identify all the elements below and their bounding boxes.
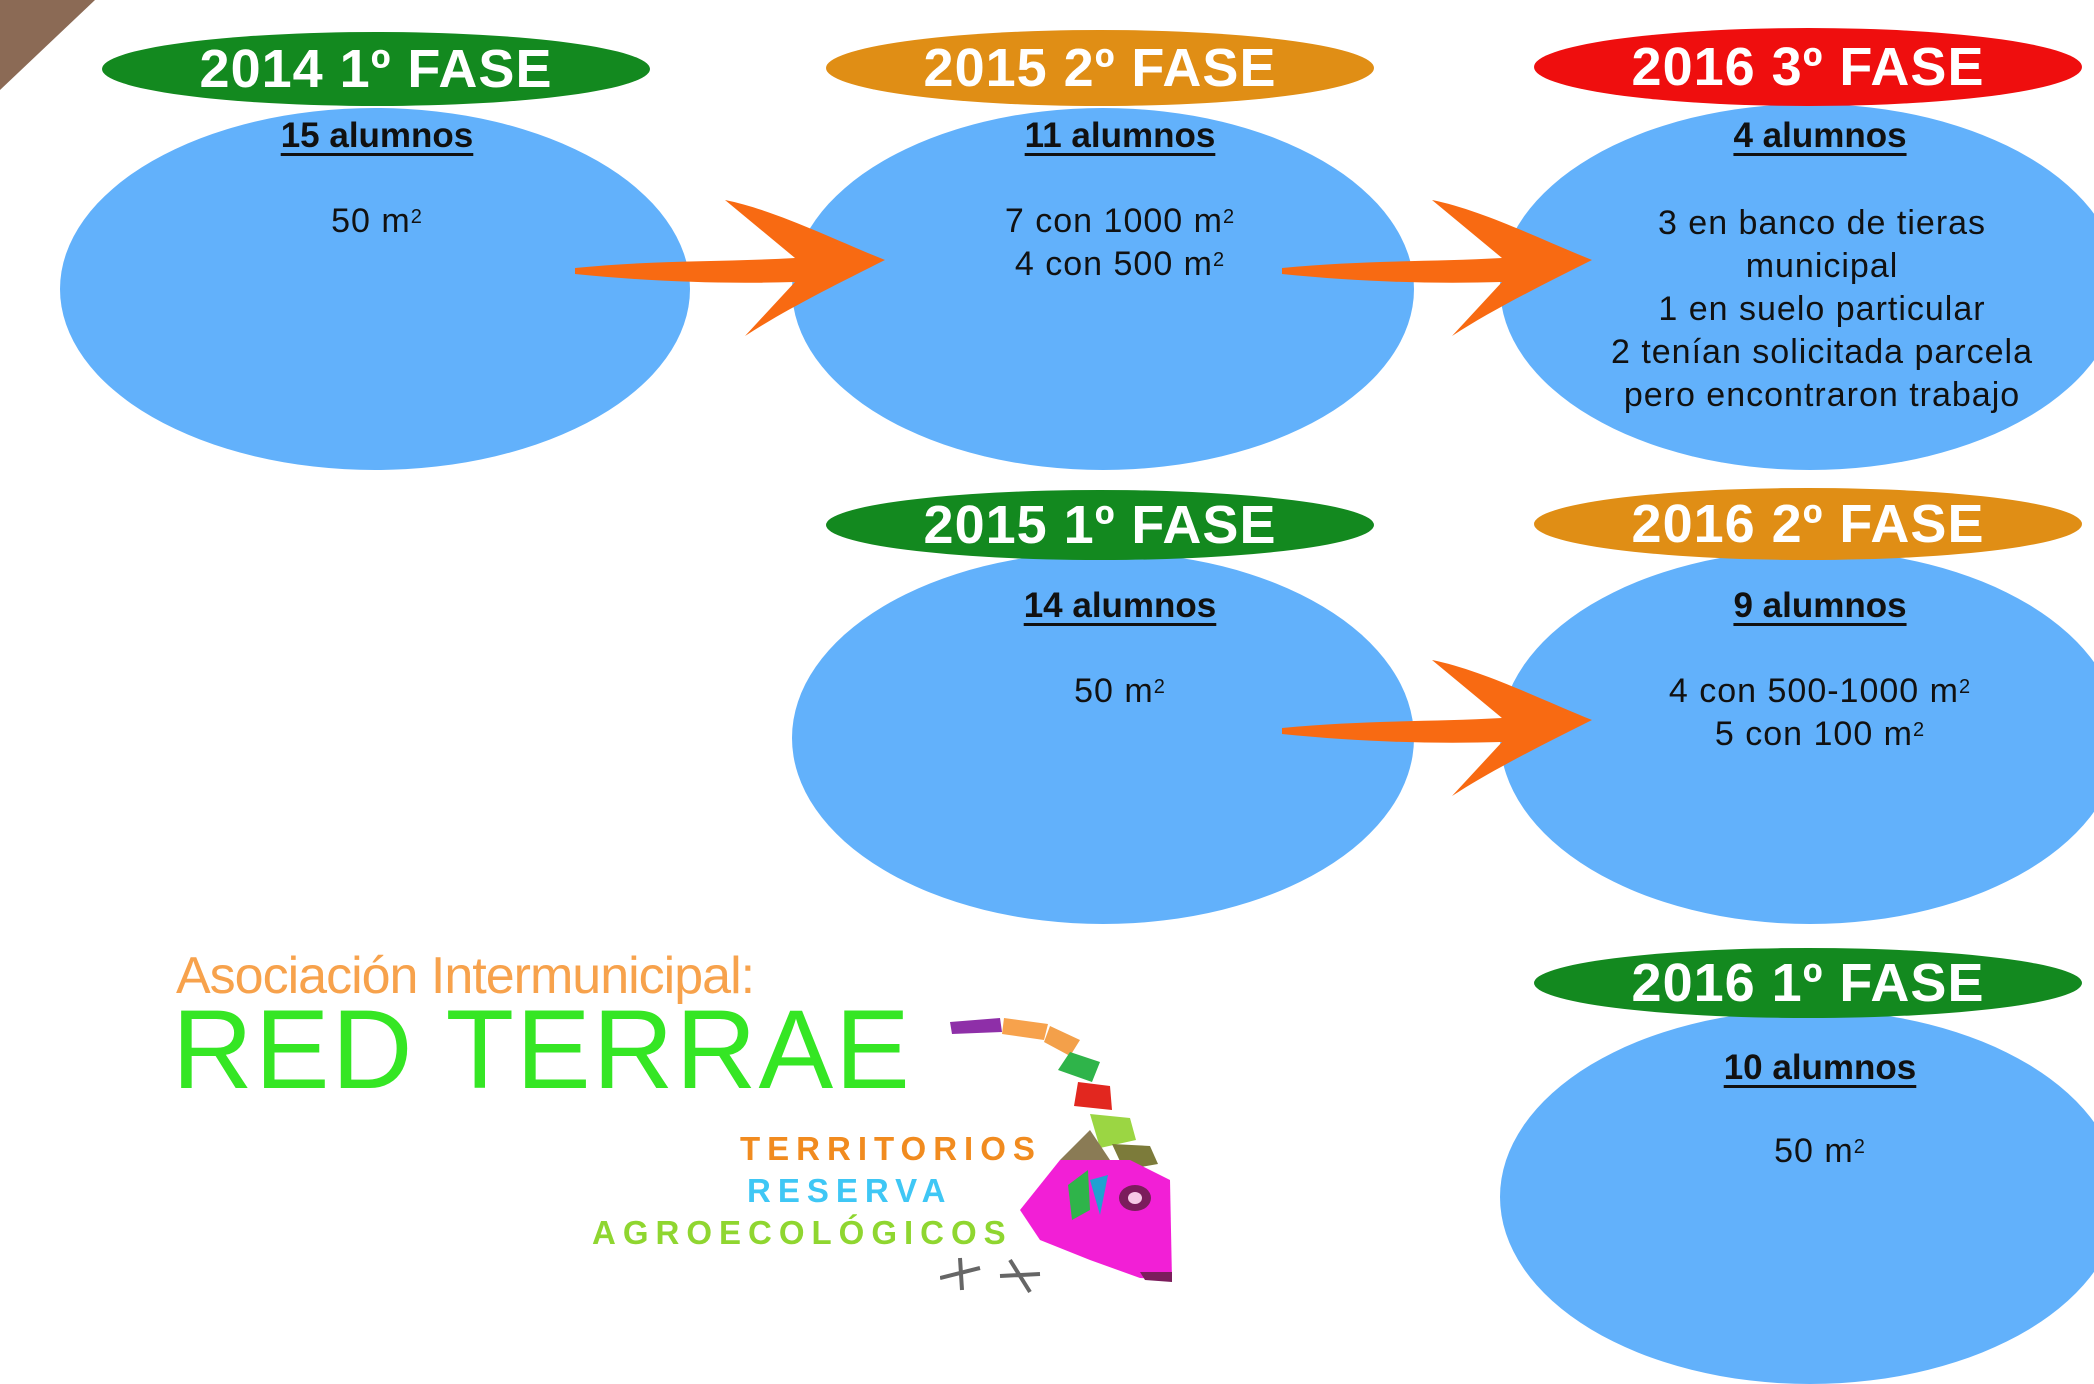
phase-detail-2016-2: 4 con 500-1000 m2 5 con 100 m2 bbox=[1668, 672, 1972, 753]
phase-count-2015-2: 11 alumnos bbox=[1024, 116, 1216, 155]
arrow-right-icon bbox=[575, 200, 885, 336]
phase-bubble-2014-1 bbox=[60, 108, 690, 470]
logo-association-text: Asociación Intermunicipal: bbox=[176, 947, 755, 1005]
phase-bubble-2016-2 bbox=[1500, 550, 2094, 924]
phase-detail-2014-1: 50 m2 bbox=[331, 202, 423, 240]
phase-title-2016-3: 2016 3º FASE bbox=[1534, 28, 2082, 106]
arrow-right-icon bbox=[1282, 660, 1592, 796]
goat-logo-icon bbox=[940, 1018, 1172, 1294]
logo-territorios: TERRITORIOS bbox=[740, 1130, 1042, 1167]
arrow-right-icon bbox=[1282, 200, 1592, 336]
phase-bubble-2016-3 bbox=[1500, 104, 2094, 470]
phase-title-2015-1: 2015 1º FASE bbox=[826, 490, 1374, 560]
phase-count-2016-2: 9 alumnos bbox=[1733, 586, 1907, 625]
phase-title-2016-2: 2016 2º FASE bbox=[1534, 488, 2082, 560]
phase-bubble-2016-1 bbox=[1500, 1010, 2094, 1384]
phase-detail-2016-1: 50 m2 bbox=[1774, 1132, 1866, 1170]
phase-title-2015-2: 2015 2º FASE bbox=[826, 30, 1374, 106]
phase-bubble-2015-1 bbox=[792, 552, 1414, 924]
phase-count-2016-3: 4 alumnos bbox=[1733, 116, 1907, 155]
phase-detail-2015-1: 50 m2 bbox=[1074, 672, 1166, 710]
phase-detail-2015-2: 7 con 1000 m2 4 con 500 m2 bbox=[1004, 202, 1236, 283]
phase-title-2014-1: 2014 1º FASE bbox=[102, 32, 650, 106]
phase-count-2015-1: 14 alumnos bbox=[1023, 586, 1217, 625]
phase-detail-2016-3: 3 en banco de tieras municipal 1 en suel… bbox=[1610, 204, 2034, 414]
phase-bubble-2015-2 bbox=[792, 108, 1414, 470]
phase-title-2016-1: 2016 1º FASE bbox=[1534, 948, 2082, 1018]
logo-red-terrae: RED TERRAE bbox=[172, 987, 912, 1112]
logo-reserva: RESERVA bbox=[747, 1172, 953, 1209]
phase-count-2016-1: 10 alumnos bbox=[1723, 1048, 1917, 1087]
logo-agroecologicos: AGROECOLÓGICOS bbox=[592, 1214, 1013, 1251]
corner-decoration bbox=[0, 0, 95, 90]
phase-count-2014-1: 15 alumnos bbox=[280, 116, 474, 155]
